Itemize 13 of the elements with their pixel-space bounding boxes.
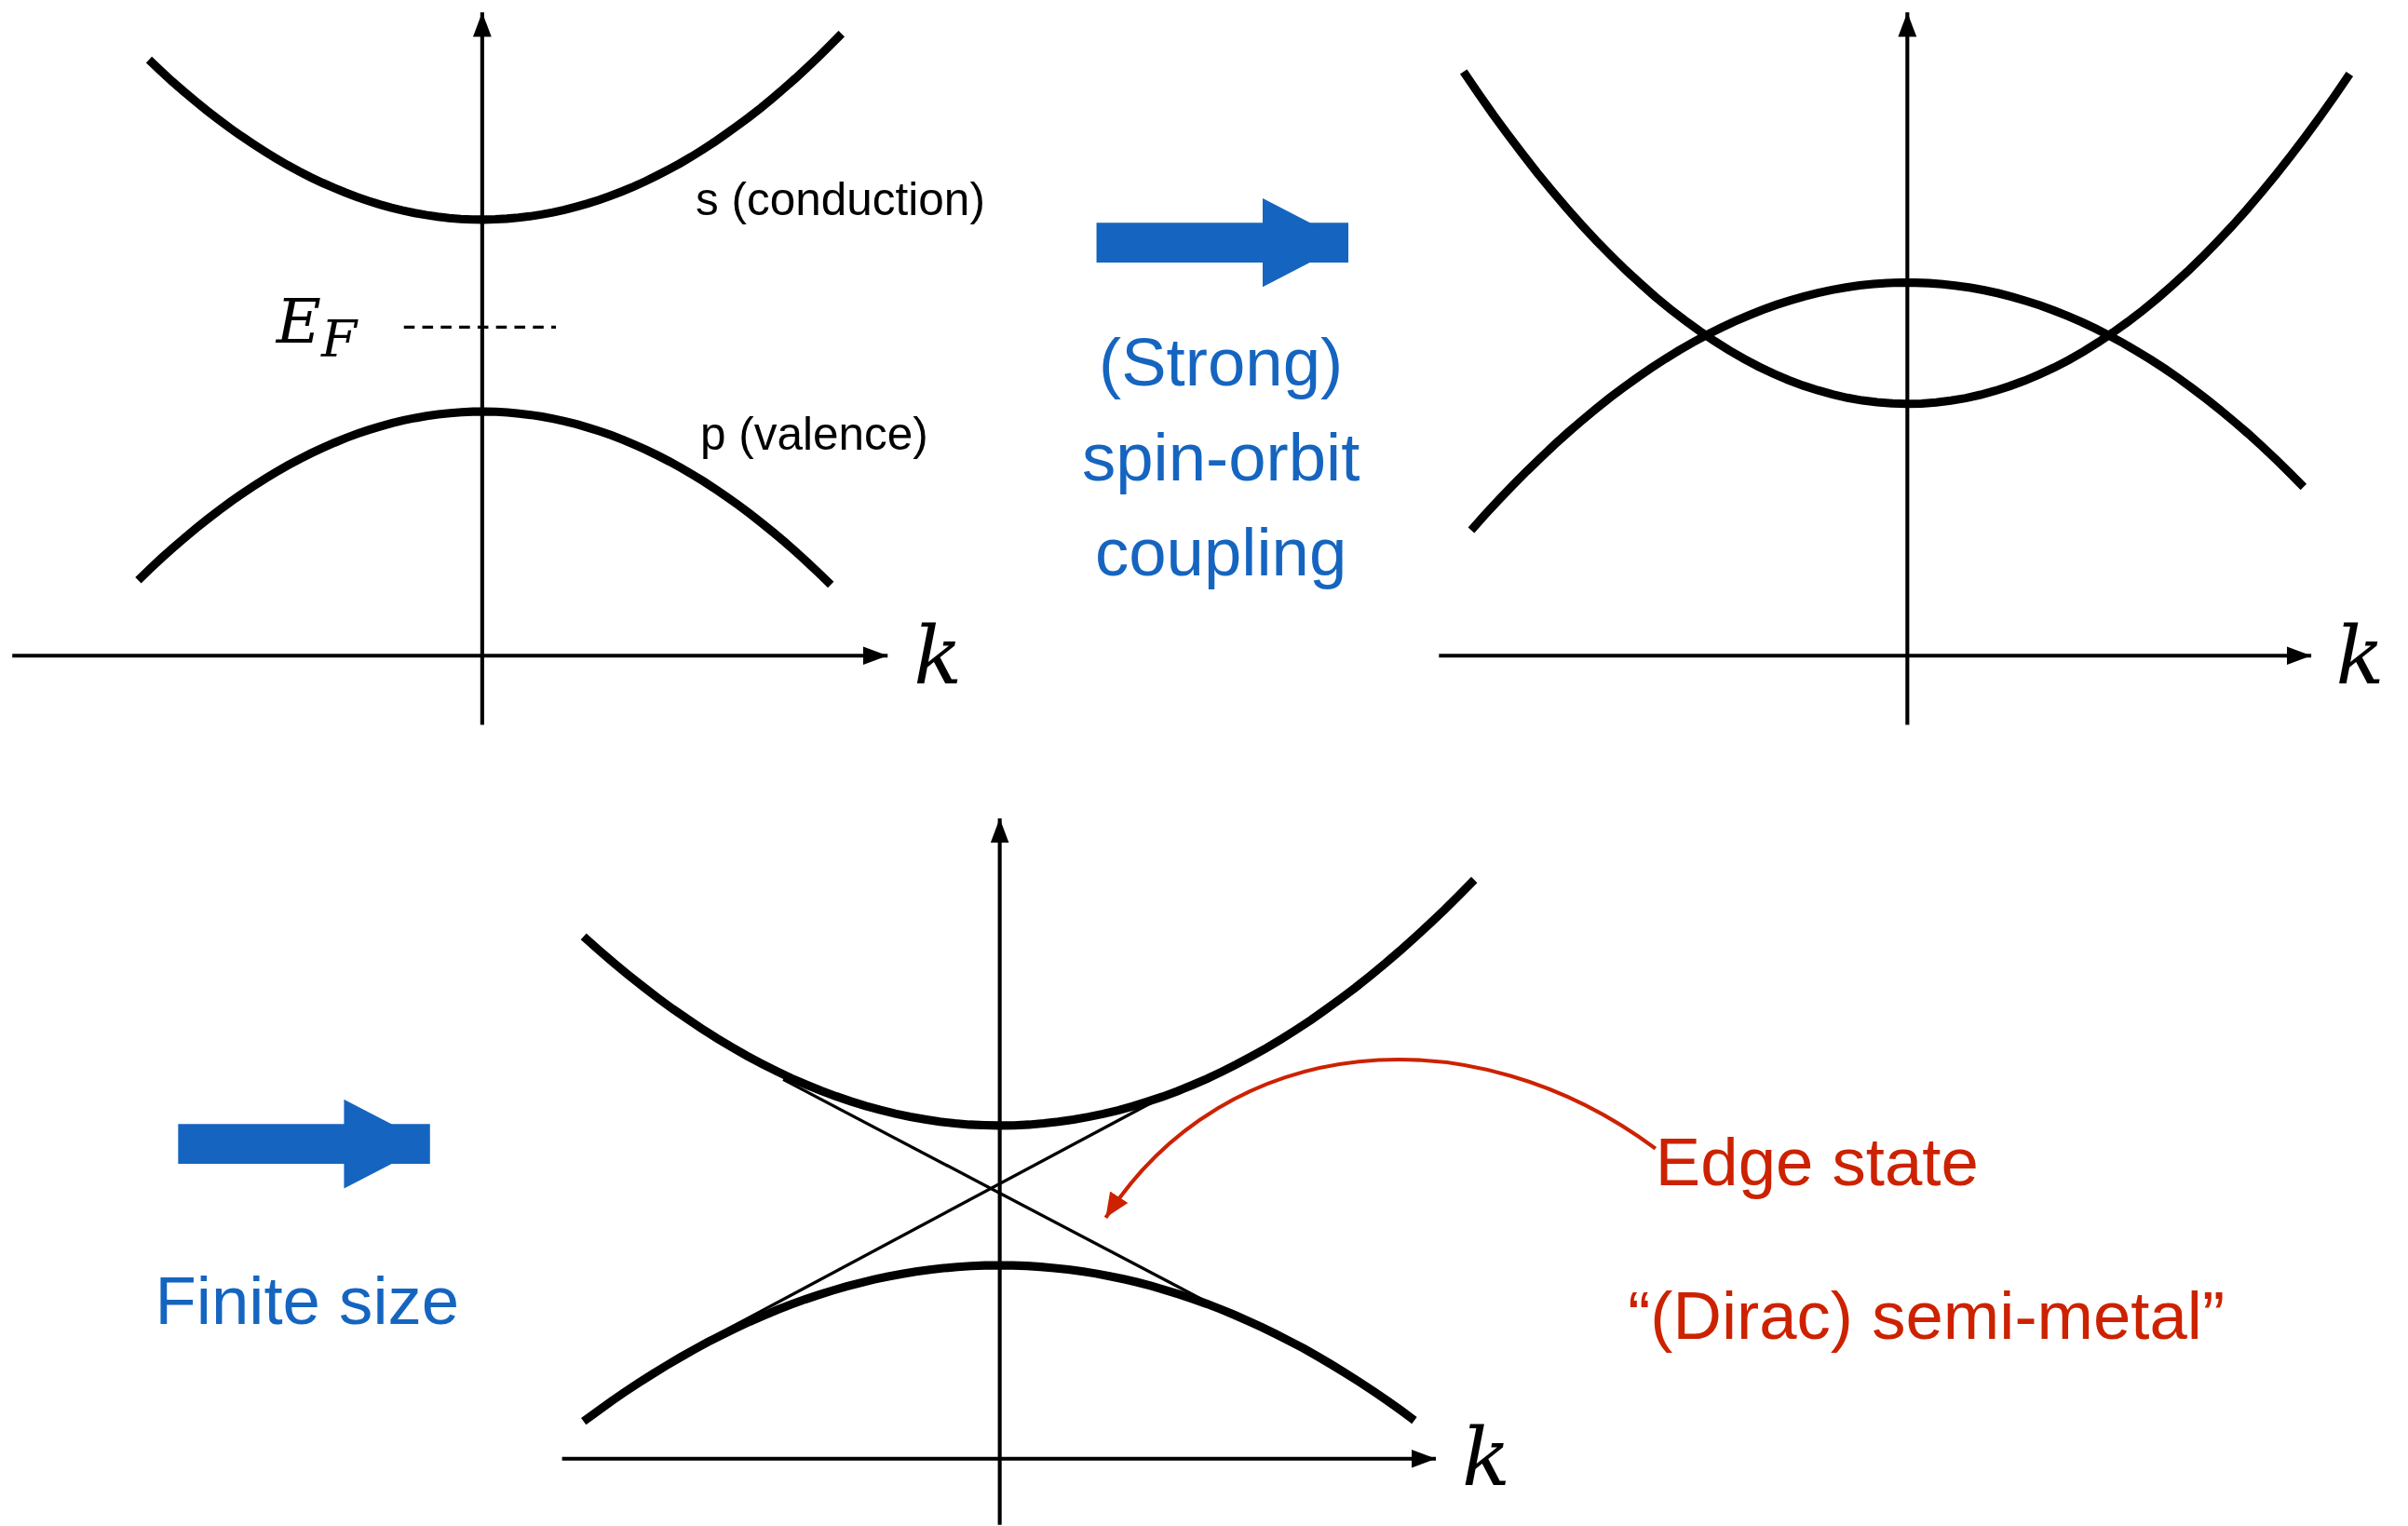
edge-label: Finite size [154, 1261, 461, 1340]
block-arrow [178, 1099, 430, 1189]
annotation-text: “(Dirac) semi-metal” [1628, 1277, 2225, 1355]
annotation-text: Edge state [1655, 1124, 1980, 1202]
axis-label: k [1462, 1412, 1511, 1505]
band-label: s (conduction) [696, 173, 985, 226]
block-arrow [1096, 197, 1348, 288]
axis-label: k [2335, 611, 2385, 703]
edge-label: (Strong) spin-orbit coupling [1080, 323, 1361, 592]
axis-label: k [913, 611, 963, 703]
arrow [1103, 1058, 1657, 1220]
band-label: p (valence) [700, 408, 928, 462]
fermi-level-label: E$_{F}$ [276, 285, 358, 370]
